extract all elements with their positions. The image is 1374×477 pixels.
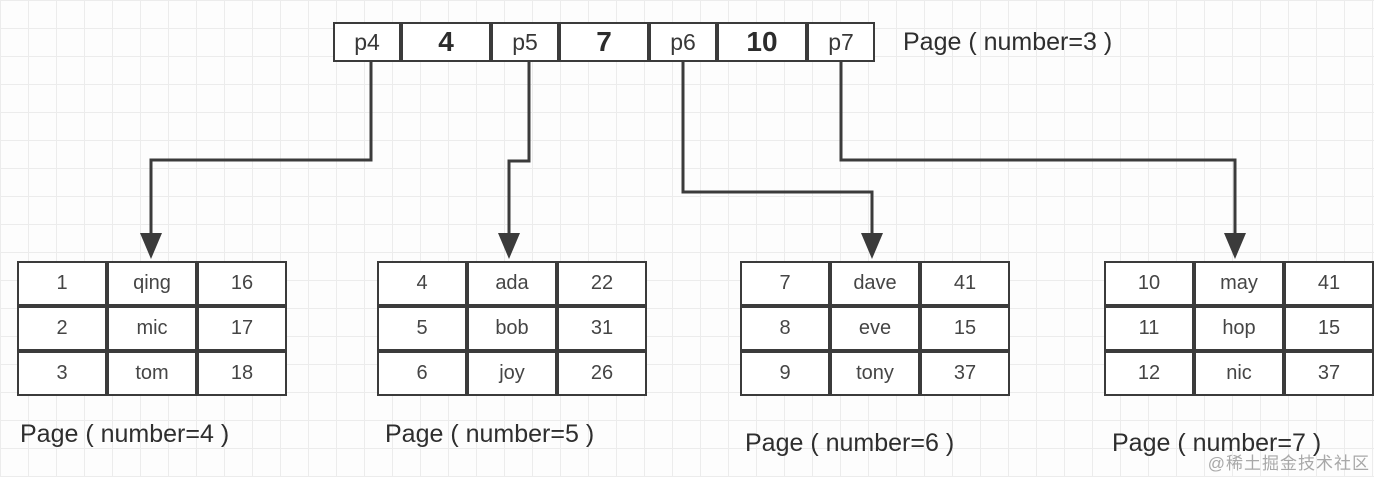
arrowhead-p7-icon (1224, 233, 1246, 259)
leaf-page-table-6: 7 dave 41 8 eve 15 9 tony 37 (740, 261, 1010, 396)
table-cell: mic (107, 306, 197, 351)
arrowhead-p4-icon (140, 233, 162, 259)
table-cell: qing (107, 261, 197, 306)
table-cell: 2 (17, 306, 107, 351)
table-cell: 37 (920, 351, 1010, 396)
table-cell: ada (467, 261, 557, 306)
table-cell: 5 (377, 306, 467, 351)
table-cell: dave (830, 261, 920, 306)
arrow-p6-to-page6 (681, 62, 874, 234)
index-page-node: p4 4 p5 7 p6 10 p7 (333, 22, 875, 62)
table-cell: 11 (1104, 306, 1194, 351)
watermark: @稀土掘金技术社区 (1207, 454, 1370, 473)
table-cell: 22 (557, 261, 647, 306)
table-cell: 8 (740, 306, 830, 351)
index-page-label: Page ( number=3 ) (903, 28, 1113, 56)
index-cell-key-4: 4 (401, 22, 491, 62)
arrowhead-p5-icon (498, 233, 520, 259)
leaf-page-table-7: 10 may 41 11 hop 15 12 nic 37 (1104, 261, 1374, 396)
index-cell-pointer-p5: p5 (491, 22, 559, 62)
arrowhead-p6-icon (861, 233, 883, 259)
leaf-page-label-6: Page ( number=6 ) (745, 429, 955, 457)
index-cell-key-10: 10 (717, 22, 807, 62)
table-cell: 16 (197, 261, 287, 306)
table-cell: 4 (377, 261, 467, 306)
index-cell-pointer-p4: p4 (333, 22, 401, 62)
table-cell: bob (467, 306, 557, 351)
table-cell: 6 (377, 351, 467, 396)
table-cell: nic (1194, 351, 1284, 396)
table-cell: 1 (17, 261, 107, 306)
table-cell: 26 (557, 351, 647, 396)
leaf-page-table-4: 1 qing 16 2 mic 17 3 tom 18 (17, 261, 287, 396)
arrow-p7-to-page7 (839, 62, 1237, 234)
leaf-page-label-5: Page ( number=5 ) (385, 420, 595, 448)
table-cell: may (1194, 261, 1284, 306)
table-cell: 15 (920, 306, 1010, 351)
table-cell: 41 (1284, 261, 1374, 306)
table-cell: 31 (557, 306, 647, 351)
leaf-page-label-4: Page ( number=4 ) (20, 420, 230, 448)
table-cell: 12 (1104, 351, 1194, 396)
table-cell: 7 (740, 261, 830, 306)
index-cell-pointer-p7: p7 (807, 22, 875, 62)
index-cell-pointer-p6: p6 (649, 22, 717, 62)
table-cell: tom (107, 351, 197, 396)
table-cell: hop (1194, 306, 1284, 351)
table-cell: 41 (920, 261, 1010, 306)
table-cell: eve (830, 306, 920, 351)
table-cell: joy (467, 351, 557, 396)
leaf-page-table-5: 4 ada 22 5 bob 31 6 joy 26 (377, 261, 647, 396)
table-cell: 17 (197, 306, 287, 351)
table-cell: 15 (1284, 306, 1374, 351)
arrow-p5-to-page5 (507, 62, 531, 234)
leaf-page-label-7: Page ( number=7 ) (1112, 429, 1322, 457)
arrow-p4-to-page4 (149, 62, 373, 234)
table-cell: 10 (1104, 261, 1194, 306)
table-cell: 37 (1284, 351, 1374, 396)
table-cell: 18 (197, 351, 287, 396)
table-cell: tony (830, 351, 920, 396)
index-cell-key-7: 7 (559, 22, 649, 62)
table-cell: 9 (740, 351, 830, 396)
table-cell: 3 (17, 351, 107, 396)
